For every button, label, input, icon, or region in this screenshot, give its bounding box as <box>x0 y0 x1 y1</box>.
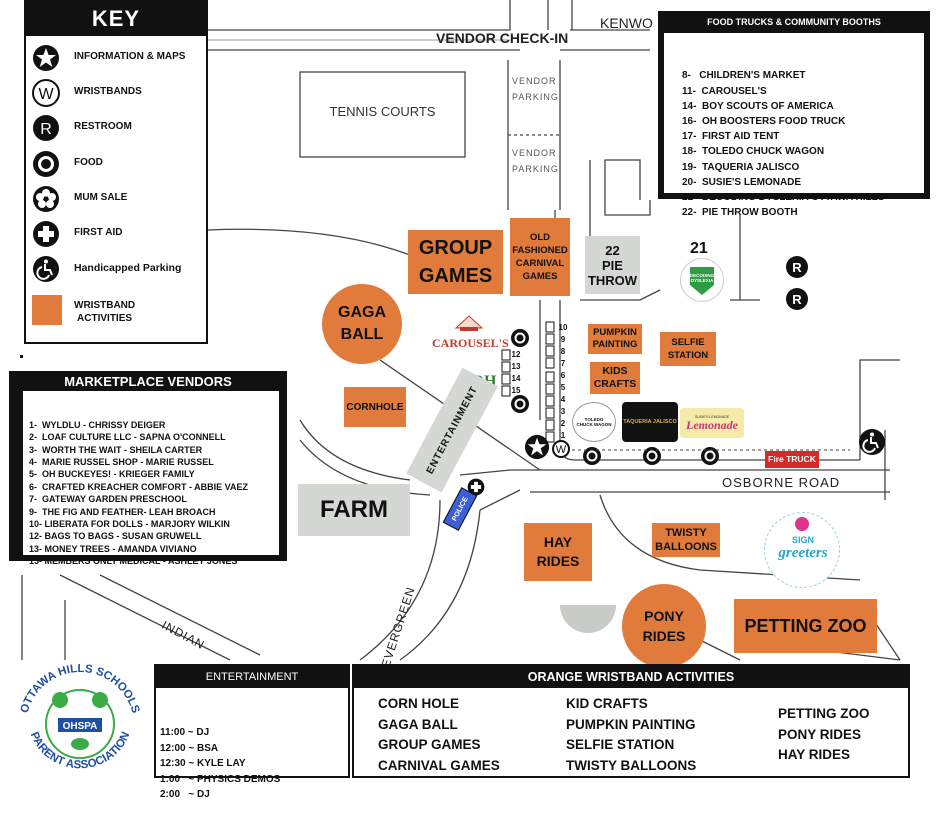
key-row-mum: MUM SALE <box>32 185 210 215</box>
first-aid-cross-icon <box>33 221 59 247</box>
petting-zoo-area[interactable]: PETTING ZOO <box>734 599 877 653</box>
key-row-food: FOOD <box>32 150 210 180</box>
gaga-ball-area[interactable]: GAGA BALL <box>322 284 402 364</box>
ohspa-logo: OTTAWA HILLS SCHOOLS PARENT ASSOCIATION … <box>12 660 148 786</box>
orange-square-swatch <box>32 295 62 325</box>
carousel-tent-icon <box>454 315 484 331</box>
vendor-checkin-label: VENDOR CHECK-IN <box>436 30 569 46</box>
info-star-marker[interactable] <box>524 434 550 460</box>
booth-21-number: 21 <box>690 240 708 257</box>
key-title: KEY <box>26 2 206 36</box>
toledo-chuck-wagon-logo[interactable]: TOLEDO CHUCK WAGON <box>572 402 616 442</box>
key-label-handicapped: Handicapped Parking <box>74 262 182 274</box>
map-key-legend: KEY INFORMATION & MAPS W WRISTBANDS R RE… <box>24 0 208 344</box>
group-games-area[interactable]: GROUP GAMES <box>408 230 503 294</box>
toledo-chuck-text: TOLEDO CHUCK WAGON <box>576 417 612 427</box>
twisty-balloons-area[interactable]: TWISTY BALLOONS <box>652 523 720 557</box>
marketplace-title: MARKETPLACE VENDORS <box>64 374 232 389</box>
bear-seal-icon: OTTAWA HILLS SCHOOLS PARENT ASSOCIATION … <box>19 663 142 771</box>
wheelchair-icon <box>33 256 59 282</box>
osborne-road-label: OSBORNE ROAD <box>722 475 841 490</box>
kenwood-road-label: KENWO <box>600 15 653 31</box>
key-label-wristband-activities: WRISTBAND ACTIVITIES <box>74 300 136 324</box>
handicapped-parking-marker[interactable] <box>858 428 886 456</box>
first-aid-cross-icon <box>467 478 485 496</box>
kids-crafts-area[interactable]: KIDS CRAFTS <box>590 362 640 394</box>
svg-text:R: R <box>40 121 52 138</box>
key-row-firstaid: FIRST AID <box>32 220 210 250</box>
restroom-marker-1[interactable]: R <box>786 256 808 278</box>
decoding-dyslexia-text: DECODING DYSLEXIA <box>689 273 715 283</box>
restroom-r-icon: R <box>33 115 59 141</box>
farm-area[interactable]: FARM <box>298 484 410 536</box>
svg-text:OHSPA: OHSPA <box>63 721 98 732</box>
restroom-marker-2[interactable]: R <box>786 288 808 310</box>
key-label-info: INFORMATION & MAPS <box>74 51 186 62</box>
key-label-mum: MUM SALE <box>74 192 128 203</box>
vendor-parking-label-2: VENDOR PARKING <box>512 148 559 174</box>
key-row-wristbands: W WRISTBANDS <box>32 79 210 109</box>
wheelchair-icon <box>859 429 885 455</box>
food-trucks-title: FOOD TRUCKS & COMMUNITY BOOTHS <box>707 17 881 27</box>
svg-text:W: W <box>38 86 54 103</box>
key-label-wristbands: WRISTBANDS <box>74 86 142 97</box>
vendor-parking-label-1: VENDOR PARKING <box>512 76 559 102</box>
wristband-marker[interactable]: W <box>552 440 570 458</box>
orange-activities-title: ORANGE WRISTBAND ACTIVITIES <box>354 666 908 688</box>
lemonade-small-text: SUSIE'S LEMONADE <box>694 414 730 419</box>
pony-rides-area[interactable]: PONY RIDES <box>622 584 706 668</box>
pie-throw-booth[interactable]: 22 PIE THROW <box>585 236 640 294</box>
lemonade-text: Lemonade <box>686 417 738 432</box>
key-row-info: INFORMATION & MAPS <box>32 44 210 74</box>
carousels-logo[interactable]: CAROUSEL'S <box>432 314 509 354</box>
flower-icon <box>33 186 59 212</box>
carousels-text: CAROUSEL'S <box>432 336 509 350</box>
wristband-w-icon: W <box>32 79 60 107</box>
key-row-wristband-activities: WRISTBAND ACTIVITIES <box>32 295 210 331</box>
key-label-firstaid: FIRST AID <box>74 227 123 238</box>
sign-greeters-text-1: SIGN <box>791 535 814 545</box>
taqueria-jalisco-logo[interactable]: TAQUERIA JALISCO <box>622 402 678 442</box>
cornhole-area[interactable]: CORNHOLE <box>344 387 406 427</box>
food-markers <box>501 305 850 465</box>
key-row-restroom: R RESTROOM <box>32 114 210 144</box>
entertainment-title: ENTERTAINMENT <box>156 666 348 688</box>
hay-rides-area[interactable]: HAY RIDES <box>524 523 592 581</box>
marketplace-vendors-panel: MARKETPLACE VENDORS 1- WYLDLU - CHRISSY … <box>9 371 287 566</box>
first-aid-marker[interactable] <box>467 478 485 496</box>
fire-truck-marker[interactable]: Fire TRUCK <box>765 451 819 468</box>
sign-greeters-logo[interactable]: SIGN greeters <box>764 512 840 588</box>
selfie-station-area[interactable]: SELFIE STATION <box>660 332 716 366</box>
key-row-handicapped: Handicapped Parking <box>32 255 210 285</box>
dot-mark <box>20 355 23 358</box>
key-label-food: FOOD <box>74 157 103 168</box>
ohio-shape-icon <box>690 267 714 295</box>
food-plate-icon <box>33 151 59 177</box>
star-icon <box>33 45 59 71</box>
decoding-dyslexia-logo: DECODING DYSLEXIA <box>680 258 724 302</box>
balloon-icon <box>795 517 809 531</box>
carnival-games-area[interactable]: OLD FASHIONED CARNIVAL GAMES <box>510 218 570 296</box>
star-icon <box>524 434 550 460</box>
food-trucks-panel: FOOD TRUCKS & COMMUNITY BOOTHS 8- CHILDR… <box>658 11 930 218</box>
key-label-restroom: RESTROOM <box>74 121 132 132</box>
pumpkin-painting-area[interactable]: PUMPKIN PAINTING <box>588 324 642 354</box>
taqueria-text: TAQUERIA JALISCO <box>623 419 677 425</box>
tennis-courts-label: TENNIS COURTS <box>329 104 436 119</box>
susies-lemonade-logo[interactable]: SUSIE'S LEMONADE Lemonade <box>680 408 744 438</box>
sign-greeters-text-2: greeters <box>778 545 828 561</box>
